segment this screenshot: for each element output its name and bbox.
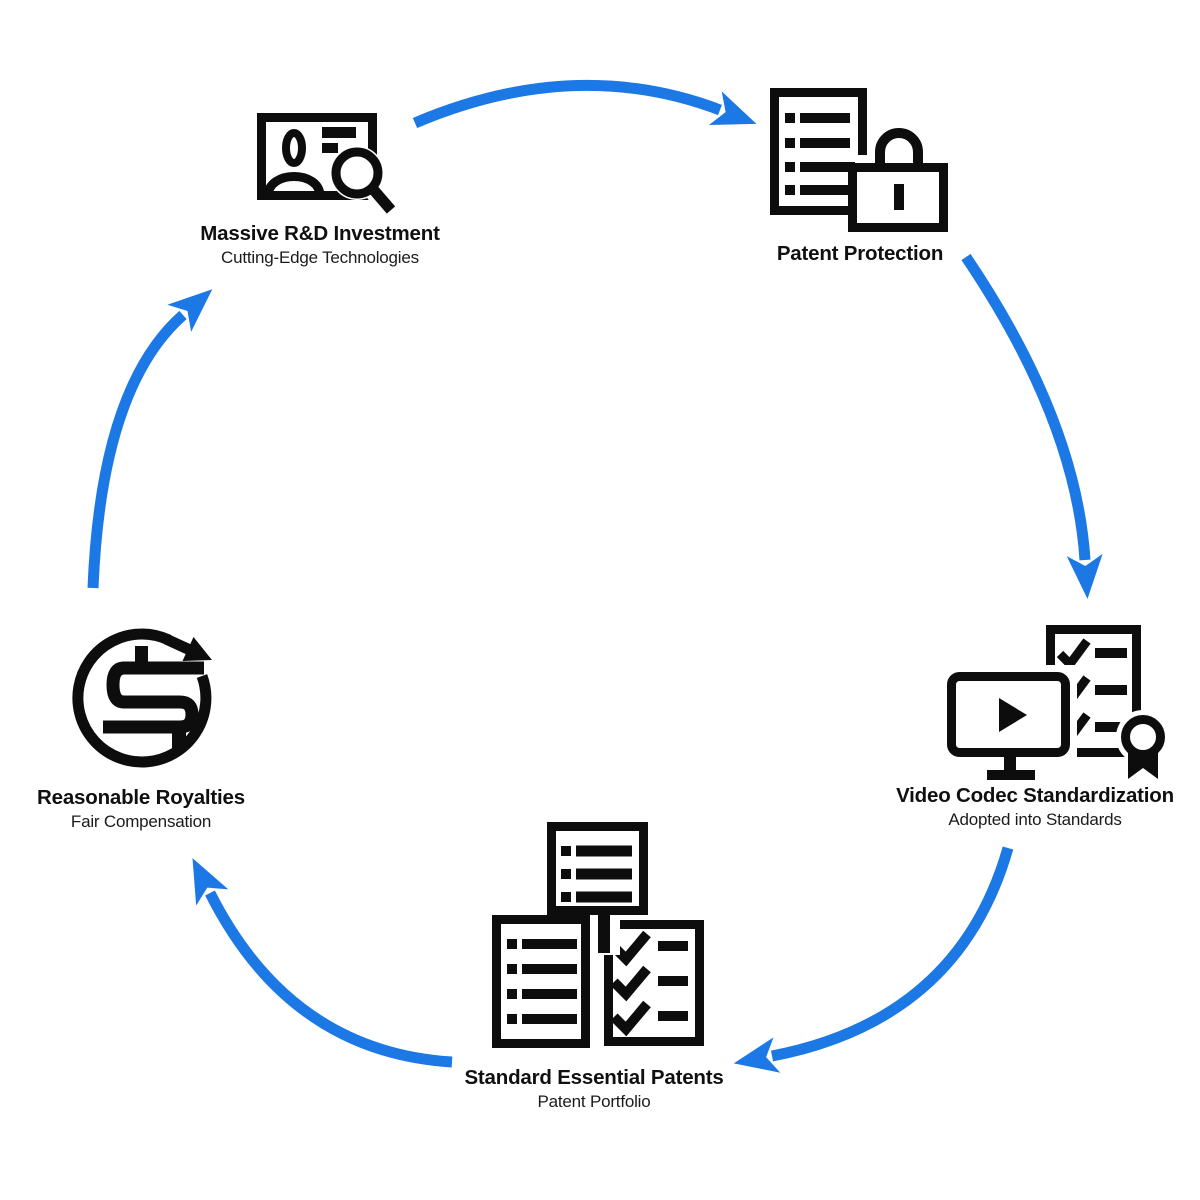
node-label: Massive R&D Investment: [200, 222, 440, 245]
node-massive-rd-investment: Massive R&D Investment Cutting-Edge Tech…: [200, 221, 440, 269]
node-sublabel: Cutting-Edge Technologies: [221, 248, 419, 267]
arrow-patent-to-codec: [961, 253, 1103, 599]
node-sublabel: Patent Portfolio: [537, 1092, 651, 1111]
arrow-sep-to-royalties: [192, 858, 453, 1068]
node-reasonable-royalties: Reasonable Royalties Fair Compensation: [37, 785, 245, 833]
patent-stack-icon: [492, 822, 704, 1048]
node-patent-protection: Patent Protection: [776, 241, 944, 267]
id-card-search-icon: [257, 113, 403, 222]
node-label: Standard Essential Patents: [464, 1066, 724, 1089]
node-sublabel: Adopted into Standards: [948, 810, 1122, 829]
node-video-codec-standardization: Video Codec Standardization Adopted into…: [896, 783, 1174, 831]
arrow-rd-to-patent: [412, 79, 757, 129]
arrow-royalties-to-rd: [87, 289, 213, 589]
node-standard-essential-patents: Standard Essential Patents Patent Portfo…: [464, 1065, 723, 1113]
node-label: Video Codec Standardization: [896, 784, 1174, 807]
arrow-codec-to-sep: [733, 846, 1014, 1073]
node-label: Patent Protection: [776, 242, 944, 265]
video-checklist-certificate-icon: [940, 625, 1170, 780]
node-label: Reasonable Royalties: [37, 786, 245, 809]
document-lock-icon: [770, 88, 955, 238]
dollar-cycle-icon: [72, 628, 212, 768]
node-sublabel: Fair Compensation: [70, 812, 212, 831]
